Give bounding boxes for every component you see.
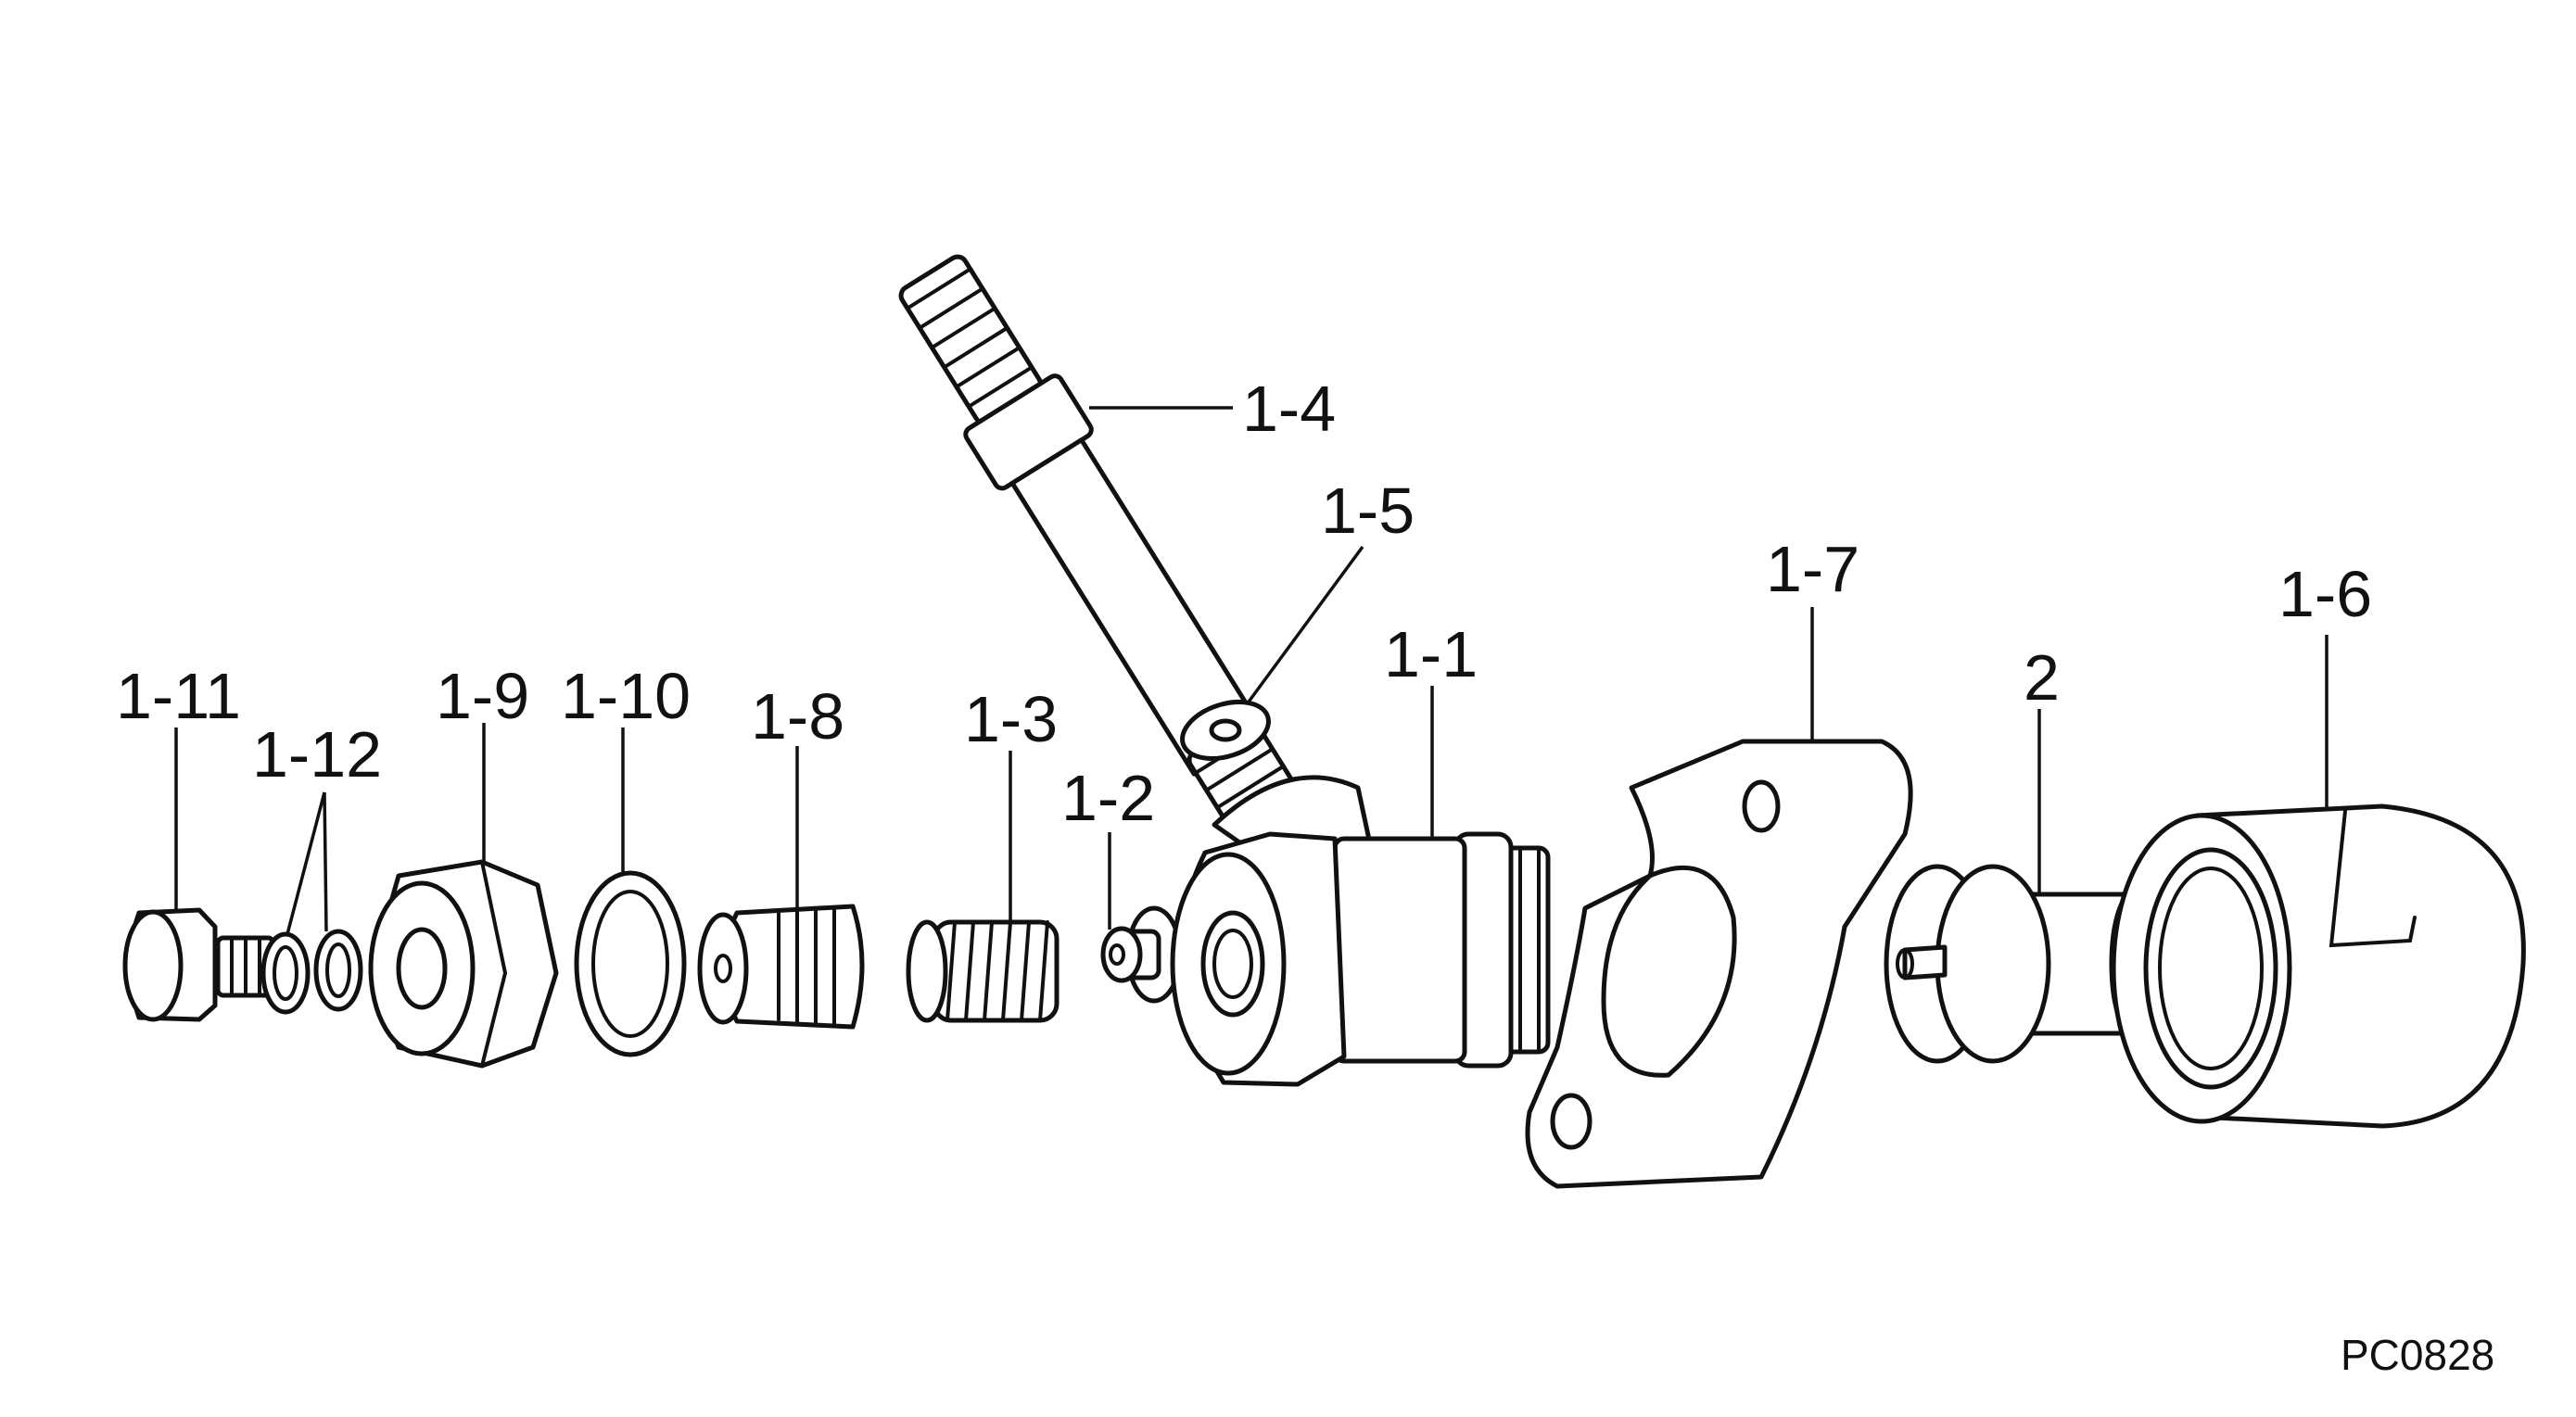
label-1-7: 1-7 bbox=[1766, 533, 1859, 605]
label-1-1: 1-1 bbox=[1384, 618, 1478, 690]
label-1-12: 1-12 bbox=[252, 718, 382, 791]
part-pump-body bbox=[1170, 775, 1551, 1087]
part-o-ring-2-inner bbox=[325, 943, 351, 998]
label-1-4: 1-4 bbox=[1242, 373, 1336, 445]
part-o-ring-1-inner bbox=[273, 945, 298, 1001]
part-cap-nut bbox=[2111, 803, 2526, 1129]
part-o-ring-1 bbox=[260, 931, 311, 1015]
leader-1-12b bbox=[323, 791, 328, 932]
label-1-2: 1-2 bbox=[1061, 762, 1155, 834]
part-washer-small-hole bbox=[1209, 718, 1242, 742]
part-spring bbox=[906, 919, 1060, 1023]
part-flange bbox=[1525, 739, 1913, 1189]
leader-1-5 bbox=[1245, 545, 1364, 706]
label-1-3: 1-3 bbox=[964, 683, 1058, 755]
part-gasket-ring-inner bbox=[591, 890, 669, 1038]
part-valve-insert bbox=[697, 904, 865, 1030]
label-1-6: 1-6 bbox=[2278, 558, 2372, 630]
part-hex-nut bbox=[368, 859, 559, 1069]
figure-code: PC0828 bbox=[2341, 1331, 2494, 1379]
label-1-5: 1-5 bbox=[1321, 474, 1415, 547]
part-valve-piston bbox=[1100, 905, 1183, 1004]
label-1-9: 1-9 bbox=[436, 660, 529, 732]
leader-1-12a bbox=[286, 791, 326, 935]
label-2: 2 bbox=[2024, 641, 2060, 714]
part-o-ring-2 bbox=[313, 929, 363, 1012]
part-plug-bolt bbox=[122, 907, 276, 1022]
label-1-8: 1-8 bbox=[751, 680, 844, 753]
label-1-10: 1-10 bbox=[561, 660, 691, 732]
label-1-11: 1-11 bbox=[116, 660, 241, 732]
